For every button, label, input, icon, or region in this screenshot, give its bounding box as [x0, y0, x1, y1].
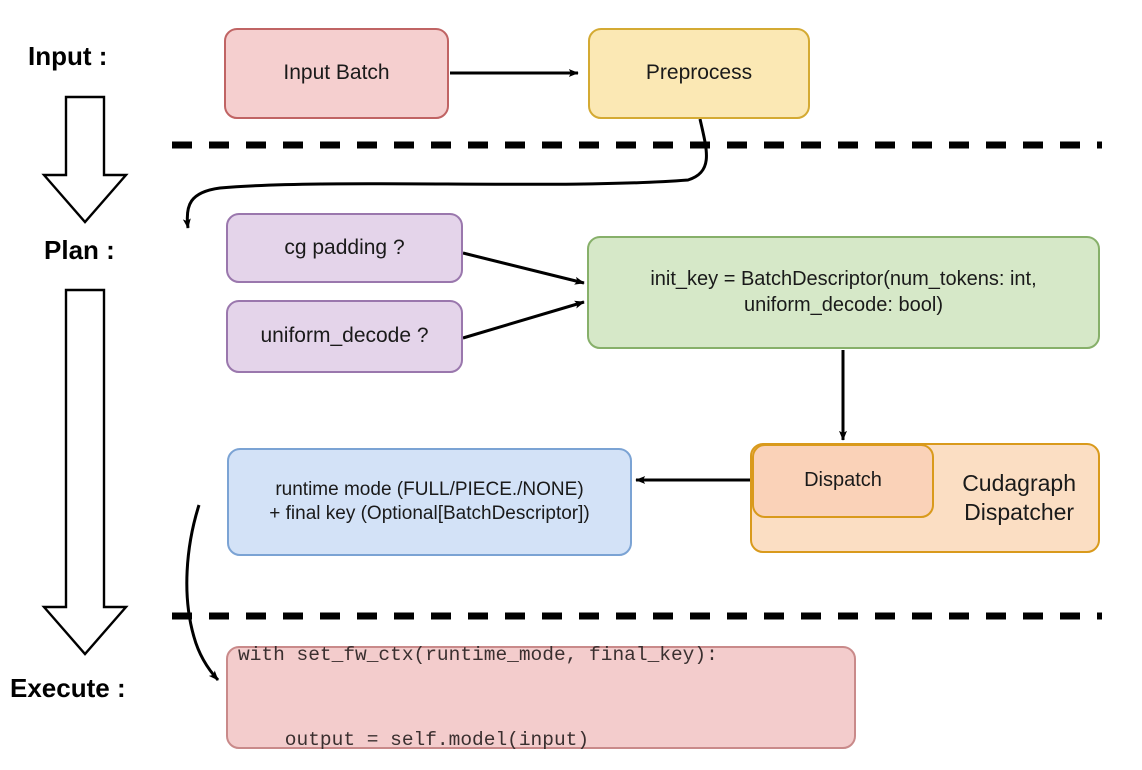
stage-label-input: Input :	[28, 41, 108, 71]
node-execute-code[interactable]: with set_fw_ctx(runtime_mode, final_key)…	[226, 644, 856, 751]
node-init-key[interactable]: init_key = BatchDescriptor(num_tokens: i…	[587, 236, 1100, 349]
node-init-key-line2: uniform_decode: bool)	[743, 293, 943, 316]
node-execute-code-line2: output = self.model(input)	[238, 728, 590, 751]
preprocess-to-cg-padding	[182, 118, 708, 229]
node-runtime-mode[interactable]: runtime mode (FULL/PIECE./NONE) + final …	[227, 448, 632, 556]
stage-label-plan: Plan :	[44, 235, 115, 265]
cg-padding-to-init-key	[462, 251, 585, 285]
node-execute-code-line1: with set_fw_ctx(runtime_mode, final_key)…	[238, 643, 718, 666]
uniform-decode-to-init-key	[462, 300, 585, 340]
node-cudagraph-dispatcher-line1: Cudagraph	[962, 469, 1076, 496]
node-cg-padding[interactable]: cg padding ?	[226, 213, 463, 283]
node-init-key-line1: init_key = BatchDescriptor(num_tokens: i…	[650, 267, 1037, 290]
input-to-plan-arrow	[41, 95, 129, 224]
stage-label-execute: Execute :	[10, 673, 126, 703]
node-dispatch[interactable]: Dispatch	[752, 444, 934, 518]
node-uniform-decode[interactable]: uniform_decode ?	[226, 300, 463, 373]
runtime-mode-to-execute-code	[185, 504, 220, 682]
node-runtime-mode-line1: runtime mode (FULL/PIECE./NONE)	[275, 478, 584, 500]
node-runtime-mode-line2: + final key (Optional[BatchDescriptor])	[269, 503, 590, 524]
node-cudagraph-dispatcher-line2: Dispatcher	[964, 499, 1075, 525]
node-input-batch[interactable]: Input Batch	[224, 28, 449, 119]
plan-to-execute-arrow	[41, 288, 129, 656]
node-preprocess[interactable]: Preprocess	[588, 28, 810, 119]
